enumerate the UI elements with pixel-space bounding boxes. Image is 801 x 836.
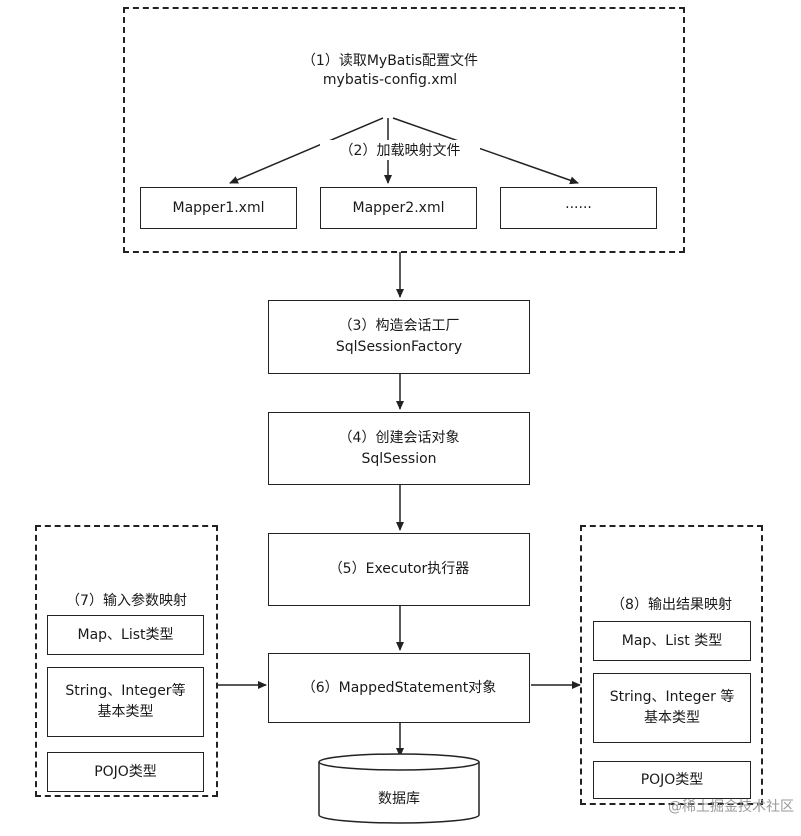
mapper1-box: Mapper1.xml: [140, 187, 297, 229]
input-pojo-box: POJO类型: [47, 752, 204, 792]
config-title: （1）读取MyBatis配置文件: [301, 53, 479, 69]
mapper3-label: ······: [565, 199, 592, 216]
step4-title: （4）创建会话对象: [338, 429, 460, 446]
step3-subtitle: SqlSessionFactory: [335, 339, 463, 355]
step5-title: （5）Executor执行器: [328, 561, 470, 577]
step6-box: （6）MappedStatement对象: [268, 653, 530, 723]
input-mapping-group: [35, 525, 218, 797]
output-map-list-label: Map、List 类型: [621, 632, 723, 649]
load-mappers-label: （2）加载映射文件: [320, 140, 480, 160]
mapper2-box: Mapper2.xml: [320, 187, 477, 229]
watermark: @稀土掘金技术社区: [668, 799, 794, 815]
config-group: [123, 7, 685, 253]
output-string-integer-label: String、Integer 等: [609, 689, 735, 705]
input-basic-types-box: String、Integer等 基本类型: [47, 667, 204, 737]
input-map-list-label: Map、List类型: [77, 626, 174, 643]
input-mapping-title: （7）输入参数映射: [66, 593, 187, 609]
step6-title: （6）MappedStatement对象: [301, 679, 497, 696]
input-string-integer-label: String、Integer等: [65, 683, 186, 699]
input-pojo-label: POJO类型: [94, 763, 157, 780]
arrow-to-mapper1: [229, 117, 384, 184]
database-cylinder: [318, 753, 480, 824]
step3-title: （3）构造会话工厂: [338, 318, 460, 334]
step3-box: （3）构造会话工厂 SqlSessionFactory: [268, 300, 530, 374]
output-basic-types-label: 基本类型: [644, 710, 700, 726]
step4-subtitle: SqlSession: [361, 450, 437, 467]
step5-box: （5）Executor执行器: [268, 533, 530, 606]
output-map-list-box: Map、List 类型: [593, 621, 751, 661]
database-label: 数据库: [378, 791, 420, 807]
input-basic-types-label: 基本类型: [97, 704, 154, 720]
output-mapping-title: （8）输出结果映射: [611, 597, 732, 613]
arrow-to-mapper3: [392, 117, 579, 185]
input-map-list-box: Map、List类型: [47, 615, 204, 655]
config-filename: mybatis-config.xml: [322, 72, 458, 88]
mapper2-label: Mapper2.xml: [352, 199, 445, 216]
mapper1-label: Mapper1.xml: [172, 199, 265, 216]
step4-box: （4）创建会话对象 SqlSession: [268, 412, 530, 485]
output-pojo-label: POJO类型: [640, 771, 704, 788]
output-mapping-group: [580, 525, 763, 805]
output-basic-types-box: String、Integer 等 基本类型: [593, 673, 751, 743]
output-pojo-box: POJO类型: [593, 761, 751, 799]
mapper3-box: ······: [500, 187, 657, 229]
